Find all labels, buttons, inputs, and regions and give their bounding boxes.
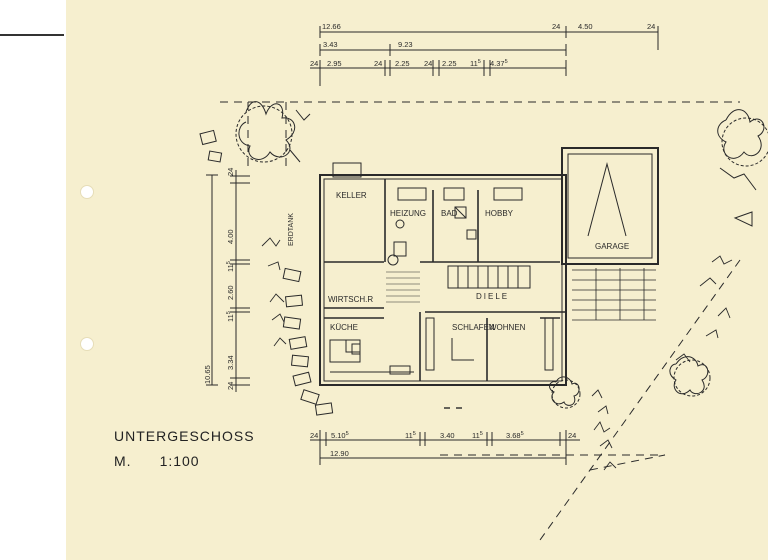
scale-prefix: M. (114, 453, 132, 469)
margin-rule (0, 34, 64, 36)
dim-wall: 115 (470, 59, 481, 68)
room-hobby: HOBBY (485, 209, 514, 218)
room-diele: DIELE (476, 292, 509, 301)
terrace-paving (572, 268, 656, 321)
room-wirtschaftsraum: WIRTSCH.R (328, 295, 373, 304)
door-marks (425, 317, 554, 371)
dim-wall: 115 (405, 431, 416, 440)
top-dimension-lines (310, 26, 659, 86)
left-dimension-labels: 10.65 24 4.00 115 2.60 115 3.34 24 (203, 168, 235, 390)
dim-wall: 115 (226, 261, 235, 272)
dim-wall: 115 (226, 311, 235, 322)
dim-total-width-bottom: 12.90 (330, 449, 349, 458)
dim-kueche-width: 5.105 (331, 431, 349, 440)
tree-near-entrance (549, 376, 581, 409)
top-dimension-labels: 12.66 24 4.50 24 3.43 9.23 24 2.95 24 2.… (310, 22, 655, 68)
scanner-margin (0, 0, 66, 560)
dim-wall: 24 (226, 168, 235, 176)
dim-right-segment: 9.23 (398, 40, 413, 49)
dim-wall: 24 (310, 431, 318, 440)
kitchen-fixtures (329, 339, 414, 375)
dim-wall: 24 (568, 431, 576, 440)
boundary-line-short (589, 454, 666, 471)
drawing-scale: M. 1:100 (114, 453, 200, 469)
dim-heizung-width: 2.25 (395, 59, 410, 68)
dim-wall: 24 (374, 59, 382, 68)
outer-walls (319, 174, 567, 386)
dim-bad-width: 2.25 (442, 59, 457, 68)
punch-hole-lower (80, 337, 94, 351)
dim-hobby-width: 4.375 (490, 59, 508, 68)
room-bad: BAD (441, 209, 458, 218)
room-schlafen: SCHLAFEN (452, 323, 495, 332)
room-keller: KELLER (336, 191, 367, 200)
window-wells (332, 162, 523, 201)
room-heizung: HEIZUNG (390, 209, 426, 218)
punch-hole-upper (80, 185, 94, 199)
dim-left-segment: 3.43 (323, 40, 338, 49)
dim-garage-width: 4.50 (578, 22, 593, 31)
dim-wall: 24 (552, 22, 560, 31)
dim-wall: 24 (424, 59, 432, 68)
tree-lower-right (669, 356, 711, 397)
room-garage: GARAGE (595, 242, 629, 251)
shrubs-right (591, 255, 733, 471)
property-lines (220, 101, 741, 541)
drawing-title: UNTERGESCHOSS (114, 428, 255, 444)
dim-wirtschaftsraum-depth: 2.60 (226, 285, 235, 300)
bottom-dimension-lines (310, 430, 580, 465)
shrubs-left (261, 237, 287, 347)
room-labels: KELLER HEIZUNG BAD HOBBY GARAGE DIELE WI… (288, 191, 629, 332)
staircase (447, 265, 531, 289)
dim-schlafen-width: 3.40 (440, 431, 455, 440)
north-marker (733, 211, 753, 227)
stepping-stones (282, 267, 334, 416)
dim-wall: 24 (310, 59, 318, 68)
bath-fixtures (387, 206, 477, 266)
dim-total-width: 12.66 (322, 22, 341, 31)
room-wohnen: WOHNEN (489, 323, 526, 332)
wirtschaftsraum-hatch (386, 271, 420, 303)
dim-kueche-depth: 3.34 (226, 355, 235, 370)
room-kueche: KÜCHE (330, 323, 358, 332)
dim-wohnen-width: 3.685 (506, 431, 524, 440)
garden-chair (199, 129, 223, 163)
dim-keller-width: 2.95 (327, 59, 342, 68)
label-erdtank: ERDTANK (288, 213, 295, 246)
tree-upper-left (235, 101, 311, 163)
dim-wall: 24 (647, 22, 655, 31)
dim-total-depth: 10.65 (203, 365, 212, 384)
bottom-dimension-labels: 24 5.105 115 3.40 115 3.685 24 12.90 (310, 431, 576, 458)
dim-wall: 115 (472, 431, 483, 440)
tree-upper-right (717, 109, 768, 191)
garage-building (561, 147, 659, 265)
dim-wall: 24 (226, 382, 235, 390)
left-dimension-lines (206, 170, 250, 392)
dim-keller-depth: 4.00 (226, 229, 235, 244)
scale-value: 1:100 (159, 453, 200, 469)
interior-walls (324, 179, 566, 381)
